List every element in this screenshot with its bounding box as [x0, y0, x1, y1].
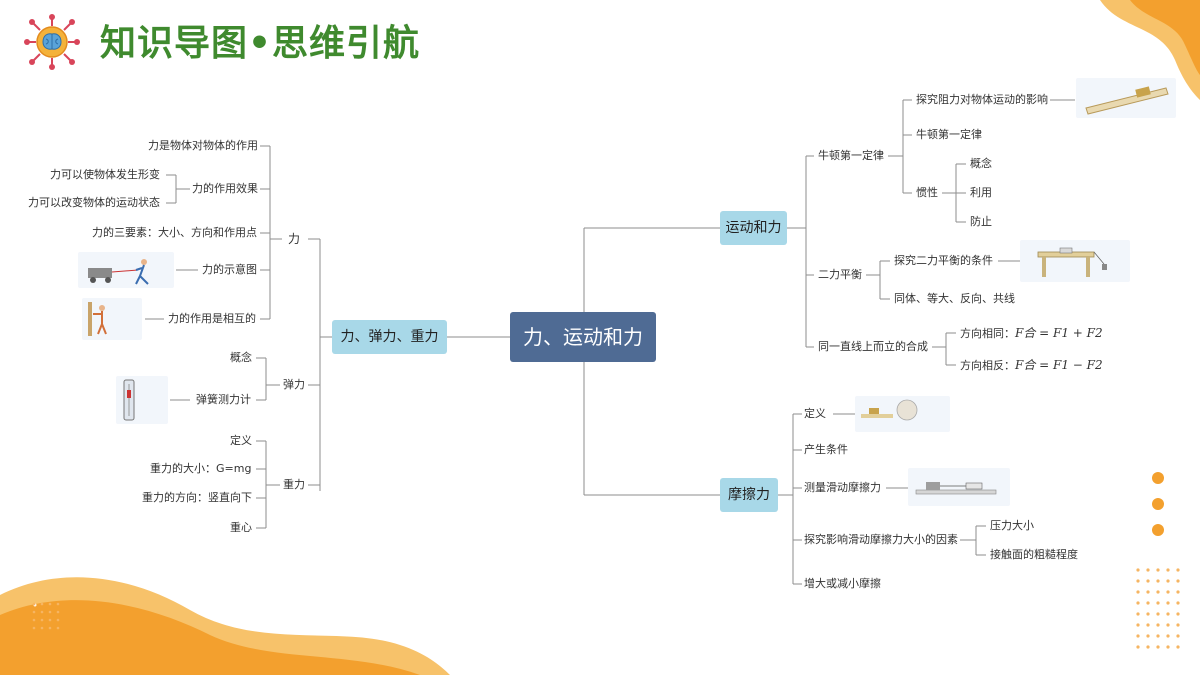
page-title: 知识导图•思维引航 [100, 23, 421, 64]
leaf-gravity-size[interactable]: 重力的大小：G=mg [150, 462, 252, 475]
center-node[interactable]: 力、运动和力 [510, 312, 656, 362]
leaf-gravity-definition[interactable]: 定义 [230, 434, 252, 447]
node-friction[interactable]: 摩擦力 [720, 478, 778, 512]
image-spring-scale [116, 376, 168, 424]
node-newton-first-law[interactable]: 牛顿第一定律 [818, 149, 884, 162]
node-force-composition[interactable]: 同一直线上而立的合成 [818, 340, 928, 353]
image-person-wall [82, 298, 142, 340]
leaf-same-direction[interactable]: 方向相同：F合 = F1 + F2 [960, 326, 1103, 341]
image-friction-block [855, 396, 950, 432]
opposite-direction-label: 方向相反： [960, 359, 1015, 372]
leaf-explore-resistance[interactable]: 探究阻力对物体运动的影响 [916, 93, 1048, 106]
node-motion-force[interactable]: 运动和力 [720, 211, 787, 245]
leaf-force-elements[interactable]: 力的三要素：大小、方向和作用点 [92, 226, 257, 239]
leaf-gravity-center[interactable]: 重心 [230, 521, 252, 534]
leaf-friction-definition[interactable]: 定义 [804, 407, 826, 420]
opposite-direction-formula: F合 = F1 − F2 [1015, 358, 1103, 372]
leaf-inertia-prevent[interactable]: 防止 [970, 215, 992, 228]
decor-top-right [1100, 0, 1200, 100]
same-direction-formula: F合 = F1 + F2 [1015, 326, 1103, 340]
leaf-friction-change[interactable]: 增大或减小摩擦 [804, 577, 881, 590]
node-gravity[interactable]: 重力 [283, 478, 305, 491]
leaf-friction-conditions[interactable]: 产生条件 [804, 443, 848, 456]
decor-bottom-left [0, 577, 450, 675]
image-balance-table [1020, 240, 1130, 282]
image-cart-push [78, 252, 174, 288]
same-direction-label: 方向相同： [960, 327, 1015, 340]
leaf-balance-conditions[interactable]: 同体、等大、反向、共线 [894, 292, 1015, 305]
leaf-spring-meter[interactable]: 弹簧测力计 [196, 393, 251, 406]
leaf-force-mutual[interactable]: 力的作用是相互的 [168, 312, 256, 325]
leaf-opposite-direction[interactable]: 方向相反：F合 = F1 − F2 [960, 358, 1103, 373]
leaf-inertia-concept[interactable]: 概念 [970, 157, 992, 170]
leaf-effect-motion[interactable]: 力可以改变物体的运动状态 [28, 196, 160, 209]
leaf-explore-balance[interactable]: 探究二力平衡的条件 [894, 254, 993, 267]
image-friction-measure [908, 468, 1010, 506]
node-friction-factors[interactable]: 探究影响滑动摩擦力大小的因素 [804, 533, 958, 546]
leaf-friction-measure[interactable]: 测量滑动摩擦力 [804, 481, 881, 494]
leaf-effect-deform[interactable]: 力可以使物体发生形变 [50, 168, 160, 181]
leaf-factor-roughness[interactable]: 接触面的粗糙程度 [990, 548, 1078, 561]
brain-logo-icon [24, 14, 80, 70]
leaf-force-definition[interactable]: 力是物体对物体的作用 [148, 139, 258, 152]
leaf-elastic-concept[interactable]: 概念 [230, 351, 252, 364]
decor-dot-grid-right [1136, 568, 1180, 649]
decor-dots-right [1152, 472, 1164, 536]
image-incline-ramp [1076, 78, 1176, 118]
leaf-force-diagram[interactable]: 力的示意图 [202, 263, 257, 276]
node-two-force-balance[interactable]: 二力平衡 [818, 268, 862, 281]
node-force-elastic-gravity[interactable]: 力、弹力、重力 [332, 320, 447, 354]
node-force-effect[interactable]: 力的作用效果 [192, 182, 258, 195]
node-elastic[interactable]: 弹力 [283, 378, 305, 391]
node-force[interactable]: 力 [288, 232, 301, 246]
leaf-newton-law[interactable]: 牛顿第一定律 [916, 128, 982, 141]
node-inertia[interactable]: 惯性 [916, 186, 938, 199]
leaf-inertia-use[interactable]: 利用 [970, 186, 992, 199]
leaf-factor-pressure[interactable]: 压力大小 [990, 519, 1034, 532]
decor-dots-bottom-left [32, 602, 60, 630]
leaf-gravity-direction[interactable]: 重力的方向：竖直向下 [142, 491, 252, 504]
